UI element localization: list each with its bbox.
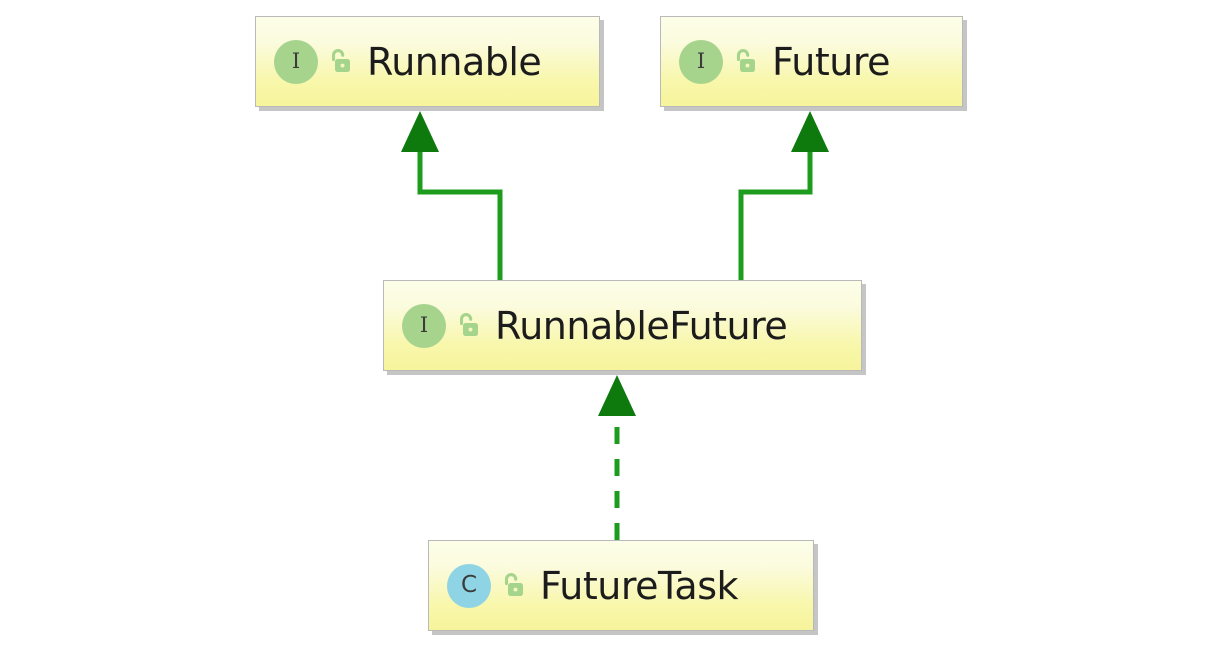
interface-badge-icon: I	[402, 303, 446, 348]
uml-node-futuretask[interactable]: C FutureTask	[428, 540, 814, 631]
arrowhead-filled-triangle	[598, 375, 636, 416]
unlocked-padlock-icon	[736, 48, 755, 72]
uml-node-runnablefuture[interactable]: I RunnableFuture	[383, 280, 862, 371]
class-badge-icon: C	[447, 563, 491, 608]
uml-node-label: Runnable	[367, 39, 542, 84]
unlocked-padlock-icon	[331, 48, 350, 72]
edge-runnablefuture-extends-runnable[interactable]	[401, 111, 503, 281]
unlocked-padlock-icon	[459, 312, 478, 336]
uml-node-label: RunnableFuture	[495, 303, 788, 348]
arrowhead-filled-triangle	[401, 111, 439, 152]
uml-node-runnable[interactable]: I Runnable	[255, 16, 600, 107]
edge-runnablefuture-extends-future[interactable]	[738, 111, 829, 281]
uml-node-label: Future	[772, 39, 891, 84]
uml-node-future[interactable]: I Future	[660, 16, 963, 107]
edge-line	[738, 150, 813, 281]
unlocked-padlock-icon	[504, 572, 523, 596]
interface-badge-icon: I	[274, 39, 318, 84]
uml-node-label: FutureTask	[540, 563, 739, 608]
arrowhead-filled-triangle	[791, 111, 829, 152]
interface-badge-icon: I	[679, 39, 723, 84]
edge-line	[417, 150, 503, 281]
edge-futuretask-implements-runnablefuture[interactable]	[598, 375, 636, 540]
